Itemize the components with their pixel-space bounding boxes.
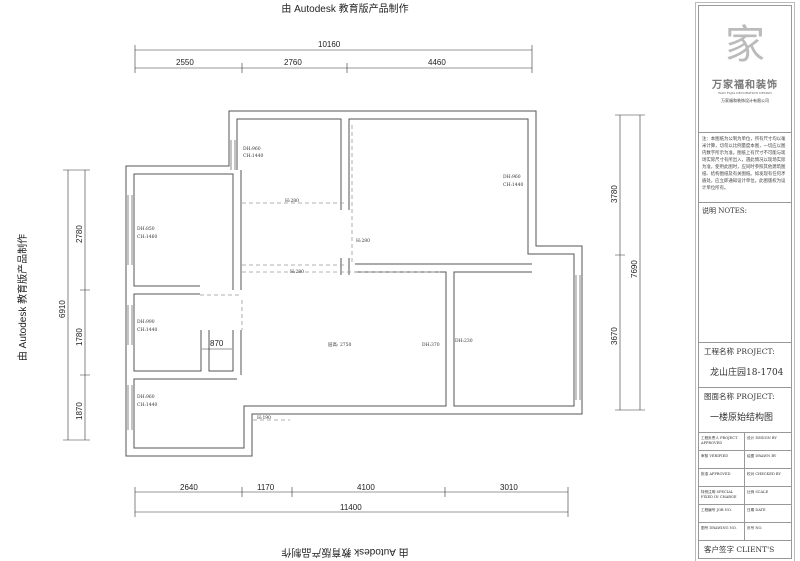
- company-full-name: 万家福和装饰设计有限公司: [721, 98, 769, 103]
- door-label: DH:230: [455, 338, 473, 344]
- window-label: CH:1440: [137, 327, 157, 333]
- beam-label: H:280: [356, 238, 370, 244]
- beam-label: H:280: [290, 269, 304, 275]
- signoff-cell: 批准 APPROVED: [699, 469, 745, 487]
- dim-left: 1780: [75, 328, 84, 346]
- signoff-cell: 比例 SCALE: [745, 487, 791, 505]
- company-name-en: WAN FAJIA DECORATION DESIGN: [718, 91, 772, 95]
- dim-bottom: 2640: [180, 483, 198, 492]
- project-section: 工程名称 PROJECT: 龙山庄园18-1704: [699, 343, 791, 388]
- beam-label: H:190: [257, 415, 271, 421]
- window-label: DH:960: [137, 394, 155, 400]
- drawing-section: 图面名称 PROJECT: 一楼原始结构图: [699, 388, 791, 433]
- project-label: 工程名称 PROJECT:: [704, 347, 775, 356]
- window-label: DH:850: [137, 226, 155, 232]
- dim-bottom: 3010: [500, 483, 518, 492]
- project-value: 龙山庄园18-1704: [710, 368, 784, 378]
- dim-left: 2780: [75, 225, 84, 243]
- dim-top: 2550: [176, 58, 194, 67]
- company-name: 万家福和装饰: [712, 80, 778, 91]
- dim-right-total: 7690: [630, 260, 639, 278]
- signoff-cell: 特别注明 SPECIAL FIXED IN CHARGE: [699, 487, 745, 505]
- window-label: DH:960: [243, 146, 261, 152]
- dim-left-total: 6910: [58, 300, 67, 318]
- window-label: CH:1440: [503, 182, 523, 188]
- dim-top: 2760: [284, 58, 302, 67]
- signoff-cell: 页号 NO.: [745, 523, 791, 541]
- signoff-cell: 图号 DRAWING NO.: [699, 523, 745, 541]
- dim-top: 4460: [428, 58, 446, 67]
- window-label: CH:1440: [243, 153, 263, 159]
- notes-text: 注：本图纸为公制为单位，所有尺寸均以毫米计算，切勿以比例量度本图，一切应以图内数…: [699, 133, 791, 203]
- beam-lines: [200, 125, 440, 421]
- signoff-grid: 工程负责人 PROJECT APPROVED 设计 DESIGN BY 审核 V…: [699, 433, 791, 541]
- signoff-cell: 绘图 DRAWN BY: [745, 451, 791, 469]
- dim-right: 3670: [610, 327, 619, 345]
- client-signature-label: 客户签字 CLIENT'S: [704, 545, 775, 554]
- floor-plan: DH:960 CH:1440 DH:850 CH:1460 DH:990 CH:…: [58, 40, 645, 517]
- signoff-cell: 校对 CHECKED BY: [745, 469, 791, 487]
- drawing-label: 图面名称 PROJECT:: [704, 392, 775, 401]
- window-label: CH:1440: [137, 402, 157, 408]
- window-label: DH:990: [137, 319, 155, 325]
- signoff-cell: 工程负责人 PROJECT APPROVED: [699, 433, 745, 451]
- floor-height-label: 层高: 2750: [328, 341, 352, 348]
- door-label: DH:370: [422, 342, 440, 348]
- beam-label: H:280: [285, 198, 299, 204]
- dim-bottom: 1170: [257, 483, 275, 492]
- company-logo: 家 万家福和装饰 WAN FAJIA DECORATION DESIGN 万家福…: [699, 12, 791, 133]
- drawing-value: 一楼原始结构图: [710, 413, 774, 423]
- signoff-cell: 设计 DESIGN BY: [745, 433, 791, 451]
- title-block: 家 万家福和装饰 WAN FAJIA DECORATION DESIGN 万家福…: [695, 2, 795, 561]
- notes-label: 说明 NOTES:: [699, 203, 791, 343]
- window-label: DH:960: [503, 174, 521, 180]
- dimension-text: 10160 2550 2760 4460 2640 1170 4100 3010…: [58, 40, 639, 512]
- watermark-top: 由 Autodesk 教育版产品制作: [281, 4, 409, 15]
- window-label: CH:1460: [137, 234, 157, 240]
- signoff-cell: 审核 VERIFIED: [699, 451, 745, 469]
- dim-right: 3780: [610, 185, 619, 203]
- logo-mark-icon: 家: [725, 22, 765, 68]
- windows: [127, 140, 581, 430]
- dim-top-total: 10160: [318, 40, 341, 49]
- signoff-cell: 日期 DATE: [745, 505, 791, 523]
- signoff-cell: 工程编号 JOB NO.: [699, 505, 745, 523]
- walls: [125, 110, 583, 457]
- room-labels: DH:960 CH:1440 DH:850 CH:1460 DH:990 CH:…: [137, 146, 523, 421]
- inner-dimension: 870: [210, 339, 224, 348]
- dim-bottom-total: 11400: [340, 503, 362, 512]
- dimension-lines: [63, 45, 645, 517]
- dim-left: 1870: [75, 402, 84, 420]
- dim-bottom: 4100: [357, 483, 375, 492]
